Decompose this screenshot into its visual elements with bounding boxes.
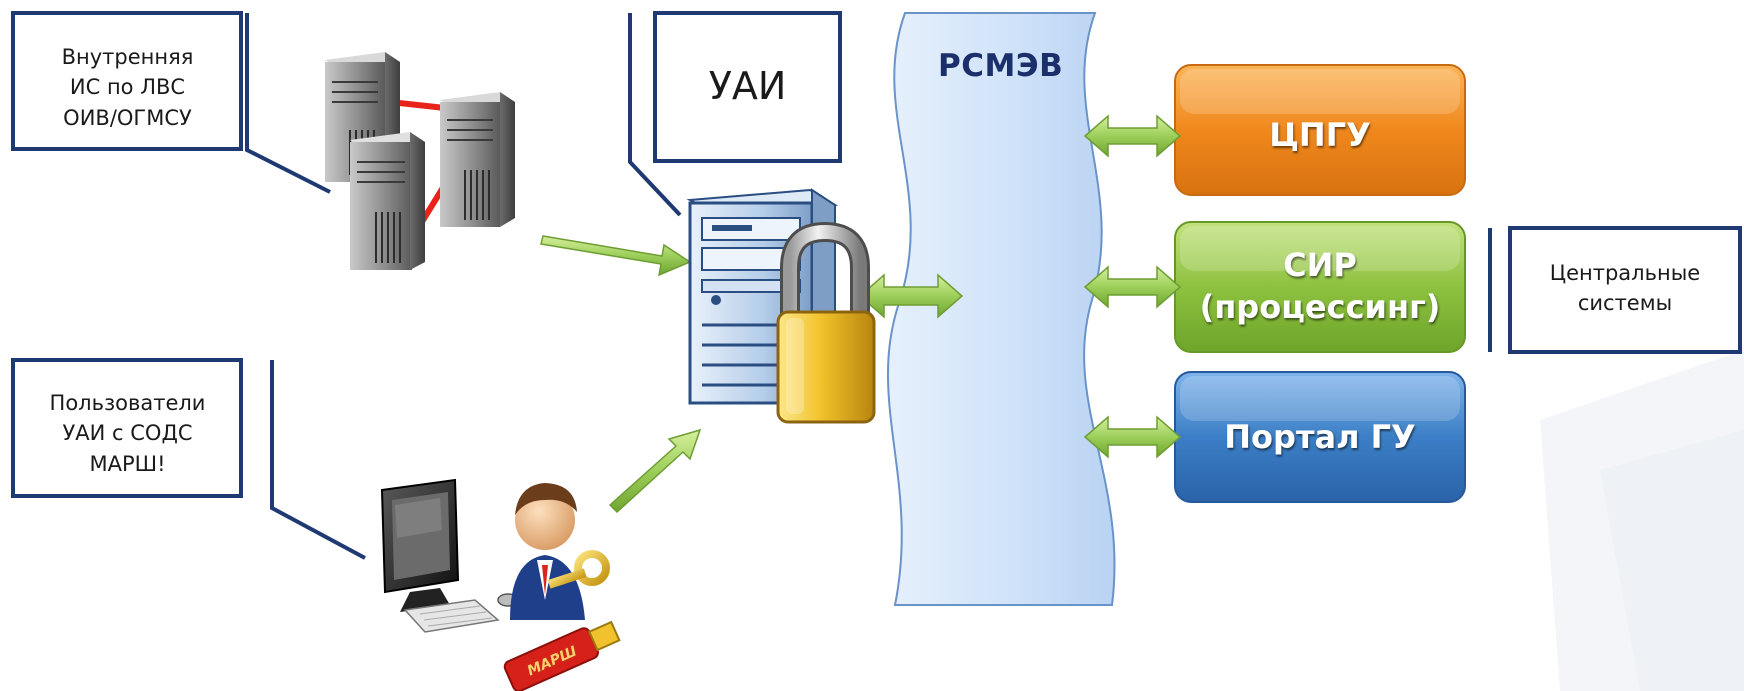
user-workstation-icon (380, 478, 610, 633)
server-cluster-icon (325, 52, 515, 270)
sir-gloss (1180, 226, 1460, 271)
cpgu-label: ЦПГУ (1269, 116, 1371, 154)
portal-double-arrow (1083, 415, 1182, 459)
usb-token-icon: МАРШ (503, 620, 621, 691)
sir-label: СИР (процессинг) (1199, 246, 1441, 326)
rsmev-bus-label: РСМЭВ (938, 48, 1064, 84)
users-to-uai-arrow (608, 428, 702, 514)
users-callout-text: Пользователи УАИ с СОДС МАРШ! (49, 391, 206, 476)
servers-to-uai-arrow (540, 235, 692, 277)
central-systems-callout-text: Центральные системы (1549, 261, 1701, 316)
sir-double-arrow (1083, 265, 1182, 309)
inner-is-callout-box (11, 11, 243, 151)
cpgu-box (1174, 64, 1466, 196)
inner-is-callout-text: Внутренняя ИС по ЛВС ОИВ/ОГМСУ (61, 45, 194, 130)
cpgu-double-arrow (1083, 114, 1182, 158)
inner-is-callout-leader (245, 13, 331, 194)
central-callout-box (1508, 226, 1742, 354)
watermark-shape-2 (1600, 430, 1744, 691)
portal-label: Портал ГУ (1224, 418, 1416, 456)
cpgu-gloss (1180, 69, 1460, 114)
uai-callout-text: УАИ (708, 64, 787, 108)
locked-server-icon (686, 188, 876, 424)
uai-callout-box (653, 11, 842, 163)
uai-callout-leader (628, 13, 682, 217)
rsmev-bus-shape (886, 12, 1116, 606)
users-callout-box (11, 358, 243, 498)
users-callout-leader (270, 360, 366, 560)
uai-bus-double-arrow (858, 273, 964, 319)
portal-gloss (1180, 376, 1460, 421)
